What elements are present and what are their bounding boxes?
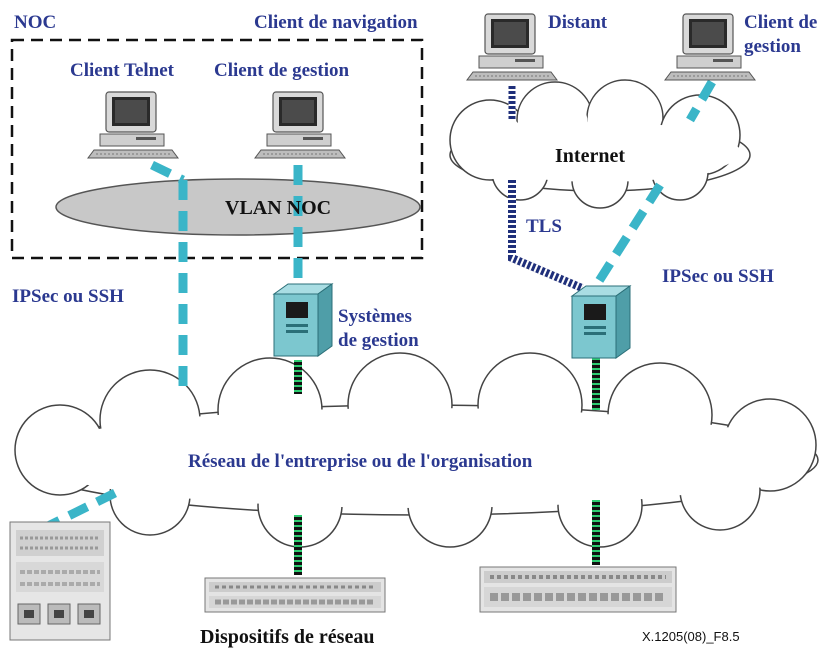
ipsec-links [38, 79, 716, 535]
enterprise-cloud [14, 352, 819, 548]
tls-link [508, 84, 584, 292]
network-devices-label: Dispositifs de réseau [200, 626, 374, 648]
internet-label: Internet [555, 145, 625, 167]
router-chassis-icon [9, 521, 111, 641]
management-server-right-icon [571, 285, 631, 359]
management-systems-label-line1: Systèmes [338, 306, 412, 327]
remote-management-client-label-line1: Client de [744, 12, 817, 33]
vlan-noc-ellipse [55, 178, 421, 236]
noc-boundary [10, 38, 424, 260]
noc-label: NOC [14, 12, 56, 33]
remote-label: Distant [548, 12, 608, 33]
internet-cloud [449, 79, 751, 209]
enterprise-network-label: Réseau de l'entreprise ou de l'organisat… [188, 451, 533, 472]
remote-management-client-computer-icon [664, 13, 756, 81]
noc-management-client-label: Client de gestion [214, 60, 350, 81]
tls-label: TLS [526, 216, 562, 237]
remote-management-client-label-line2: gestion [744, 36, 801, 57]
vlan-noc-label: VLAN NOC [225, 197, 331, 219]
noc-management-client-computer-icon [254, 91, 346, 159]
management-systems-label-line2: de gestion [338, 330, 419, 351]
telnet-client-computer-icon [87, 91, 179, 159]
network-switch-right-icon [479, 566, 677, 613]
network-switch-center-icon [205, 578, 385, 612]
green-links [294, 358, 600, 575]
telnet-client-label: Client Telnet [70, 60, 175, 81]
ipsec-ssh-left-label: IPSec ou SSH [12, 286, 124, 307]
client-navigation-label: Client de navigation [254, 12, 418, 33]
figure-reference: X.1205(08)_F8.5 [642, 629, 740, 644]
remote-computer-icon [466, 13, 558, 81]
management-server-left-icon [273, 283, 333, 357]
ipsec-ssh-right-label: IPSec ou SSH [662, 266, 774, 287]
